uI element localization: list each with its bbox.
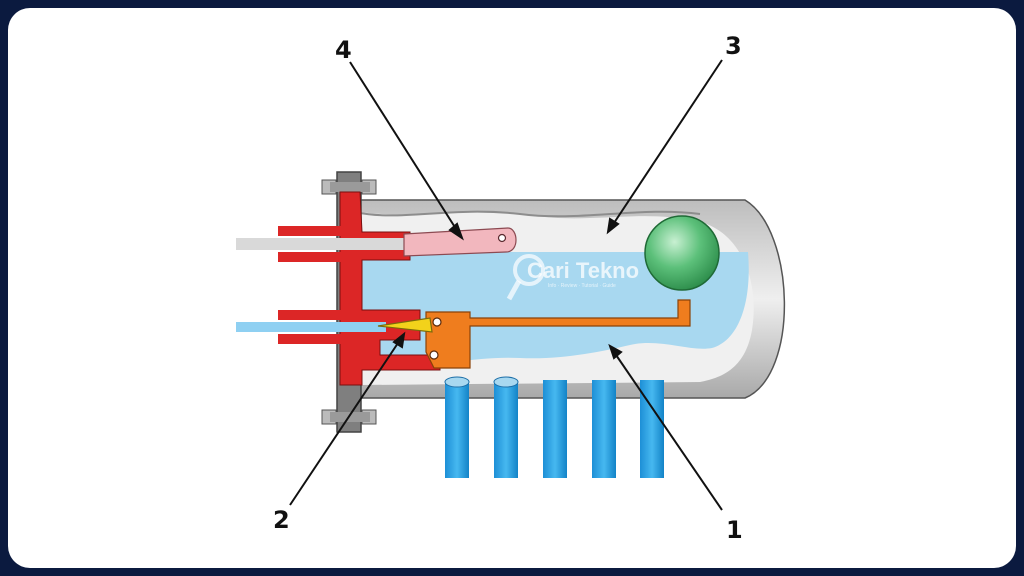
lower-inlet-pipe (236, 322, 386, 332)
float-arm-pivot-upper (432, 317, 442, 327)
vapor-space-edge (354, 210, 701, 218)
figure-frame: Cari Tekno Info · Review · Tutorial · Gu… (8, 8, 1016, 568)
watermark-tagline: Info · Review · Tutorial · Guide (548, 283, 616, 289)
outlet-tubes (444, 376, 664, 478)
callout-4: 4 (335, 36, 352, 64)
watermark-brand: Cari Tekno (527, 258, 639, 283)
needle-valve (377, 317, 433, 333)
callout-3: 3 (725, 32, 742, 60)
float-chamber-diagram: Cari Tekno Info · Review · Tutorial · Gu… (236, 32, 786, 544)
upper-inlet-pipe (236, 238, 406, 250)
upper-lever (403, 227, 517, 257)
watermark-logo: Cari Tekno Info · Review · Tutorial · Gu… (506, 254, 639, 301)
upper-lever-pivot (497, 233, 507, 243)
float-arm (425, 299, 691, 369)
float-ball (644, 215, 720, 291)
leader-lines (289, 59, 723, 511)
callout-2: 2 (273, 506, 290, 534)
callout-1: 1 (726, 516, 743, 544)
float-arm-pivot-lower (429, 350, 439, 360)
